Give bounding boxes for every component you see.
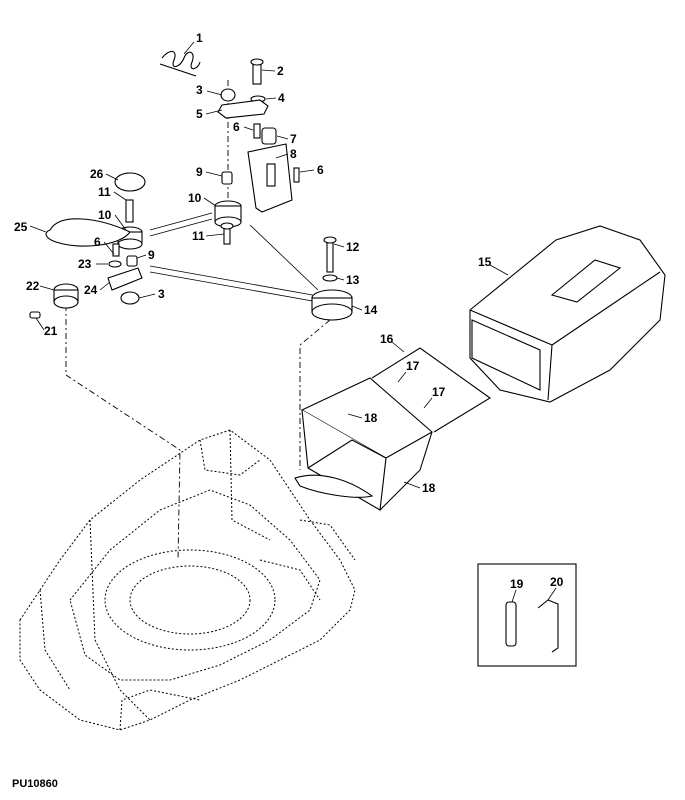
callout-4: 4: [278, 91, 285, 105]
mower-deck-outline: [19, 429, 356, 731]
callout-5: 5: [196, 107, 203, 121]
callout-3b: 3: [158, 287, 165, 301]
leader-lines: [29, 41, 557, 603]
callout-7: 7: [290, 132, 297, 146]
callout-17b: 17: [432, 385, 446, 399]
callout-2: 2: [277, 64, 284, 78]
callout-9b: 9: [148, 248, 155, 262]
callout-23: 23: [78, 257, 92, 271]
assembly-lines: [65, 80, 331, 561]
callout-9a: 9: [196, 165, 203, 179]
callout-labels: 1 2 3 4 5 6 7 8 6 9 10 11 26 11 10 25 6 …: [14, 31, 564, 591]
callout-6a: 6: [233, 120, 240, 134]
callout-22: 22: [26, 279, 40, 293]
callout-12: 12: [346, 240, 360, 254]
callout-18b: 18: [422, 481, 436, 495]
spring-part-1: [159, 50, 201, 77]
document-code: PU10860: [12, 778, 58, 790]
callout-24: 24: [84, 283, 98, 297]
callout-26: 26: [90, 167, 104, 181]
callout-11b: 11: [98, 185, 111, 199]
callout-14: 14: [364, 303, 378, 317]
callout-15: 15: [478, 255, 492, 269]
callout-21: 21: [44, 324, 58, 338]
upper-bracket-assembly: [217, 58, 300, 213]
callout-19: 19: [510, 577, 524, 591]
callout-8: 8: [290, 147, 297, 161]
callout-1: 1: [196, 31, 203, 45]
engine-pulley-assembly: [311, 236, 353, 321]
callout-16: 16: [380, 332, 394, 346]
callout-10a: 10: [188, 191, 202, 205]
tools-box: [477, 563, 577, 667]
callout-17a: 17: [406, 359, 420, 373]
callout-3a: 3: [196, 83, 203, 97]
callout-11a: 11: [192, 229, 205, 243]
callout-18a: 18: [364, 411, 378, 425]
callout-6b: 6: [317, 163, 324, 177]
callout-20: 20: [550, 575, 564, 589]
belt-part-25: [45, 212, 319, 303]
bag-frame-part-16-18: [294, 347, 491, 511]
callout-13: 13: [346, 273, 360, 287]
callout-10b: 10: [98, 208, 112, 222]
grass-bag-part-15: [469, 225, 666, 403]
center-pulley-assembly: [214, 171, 242, 245]
callout-6c: 6: [94, 235, 101, 249]
callout-25: 25: [14, 220, 28, 234]
